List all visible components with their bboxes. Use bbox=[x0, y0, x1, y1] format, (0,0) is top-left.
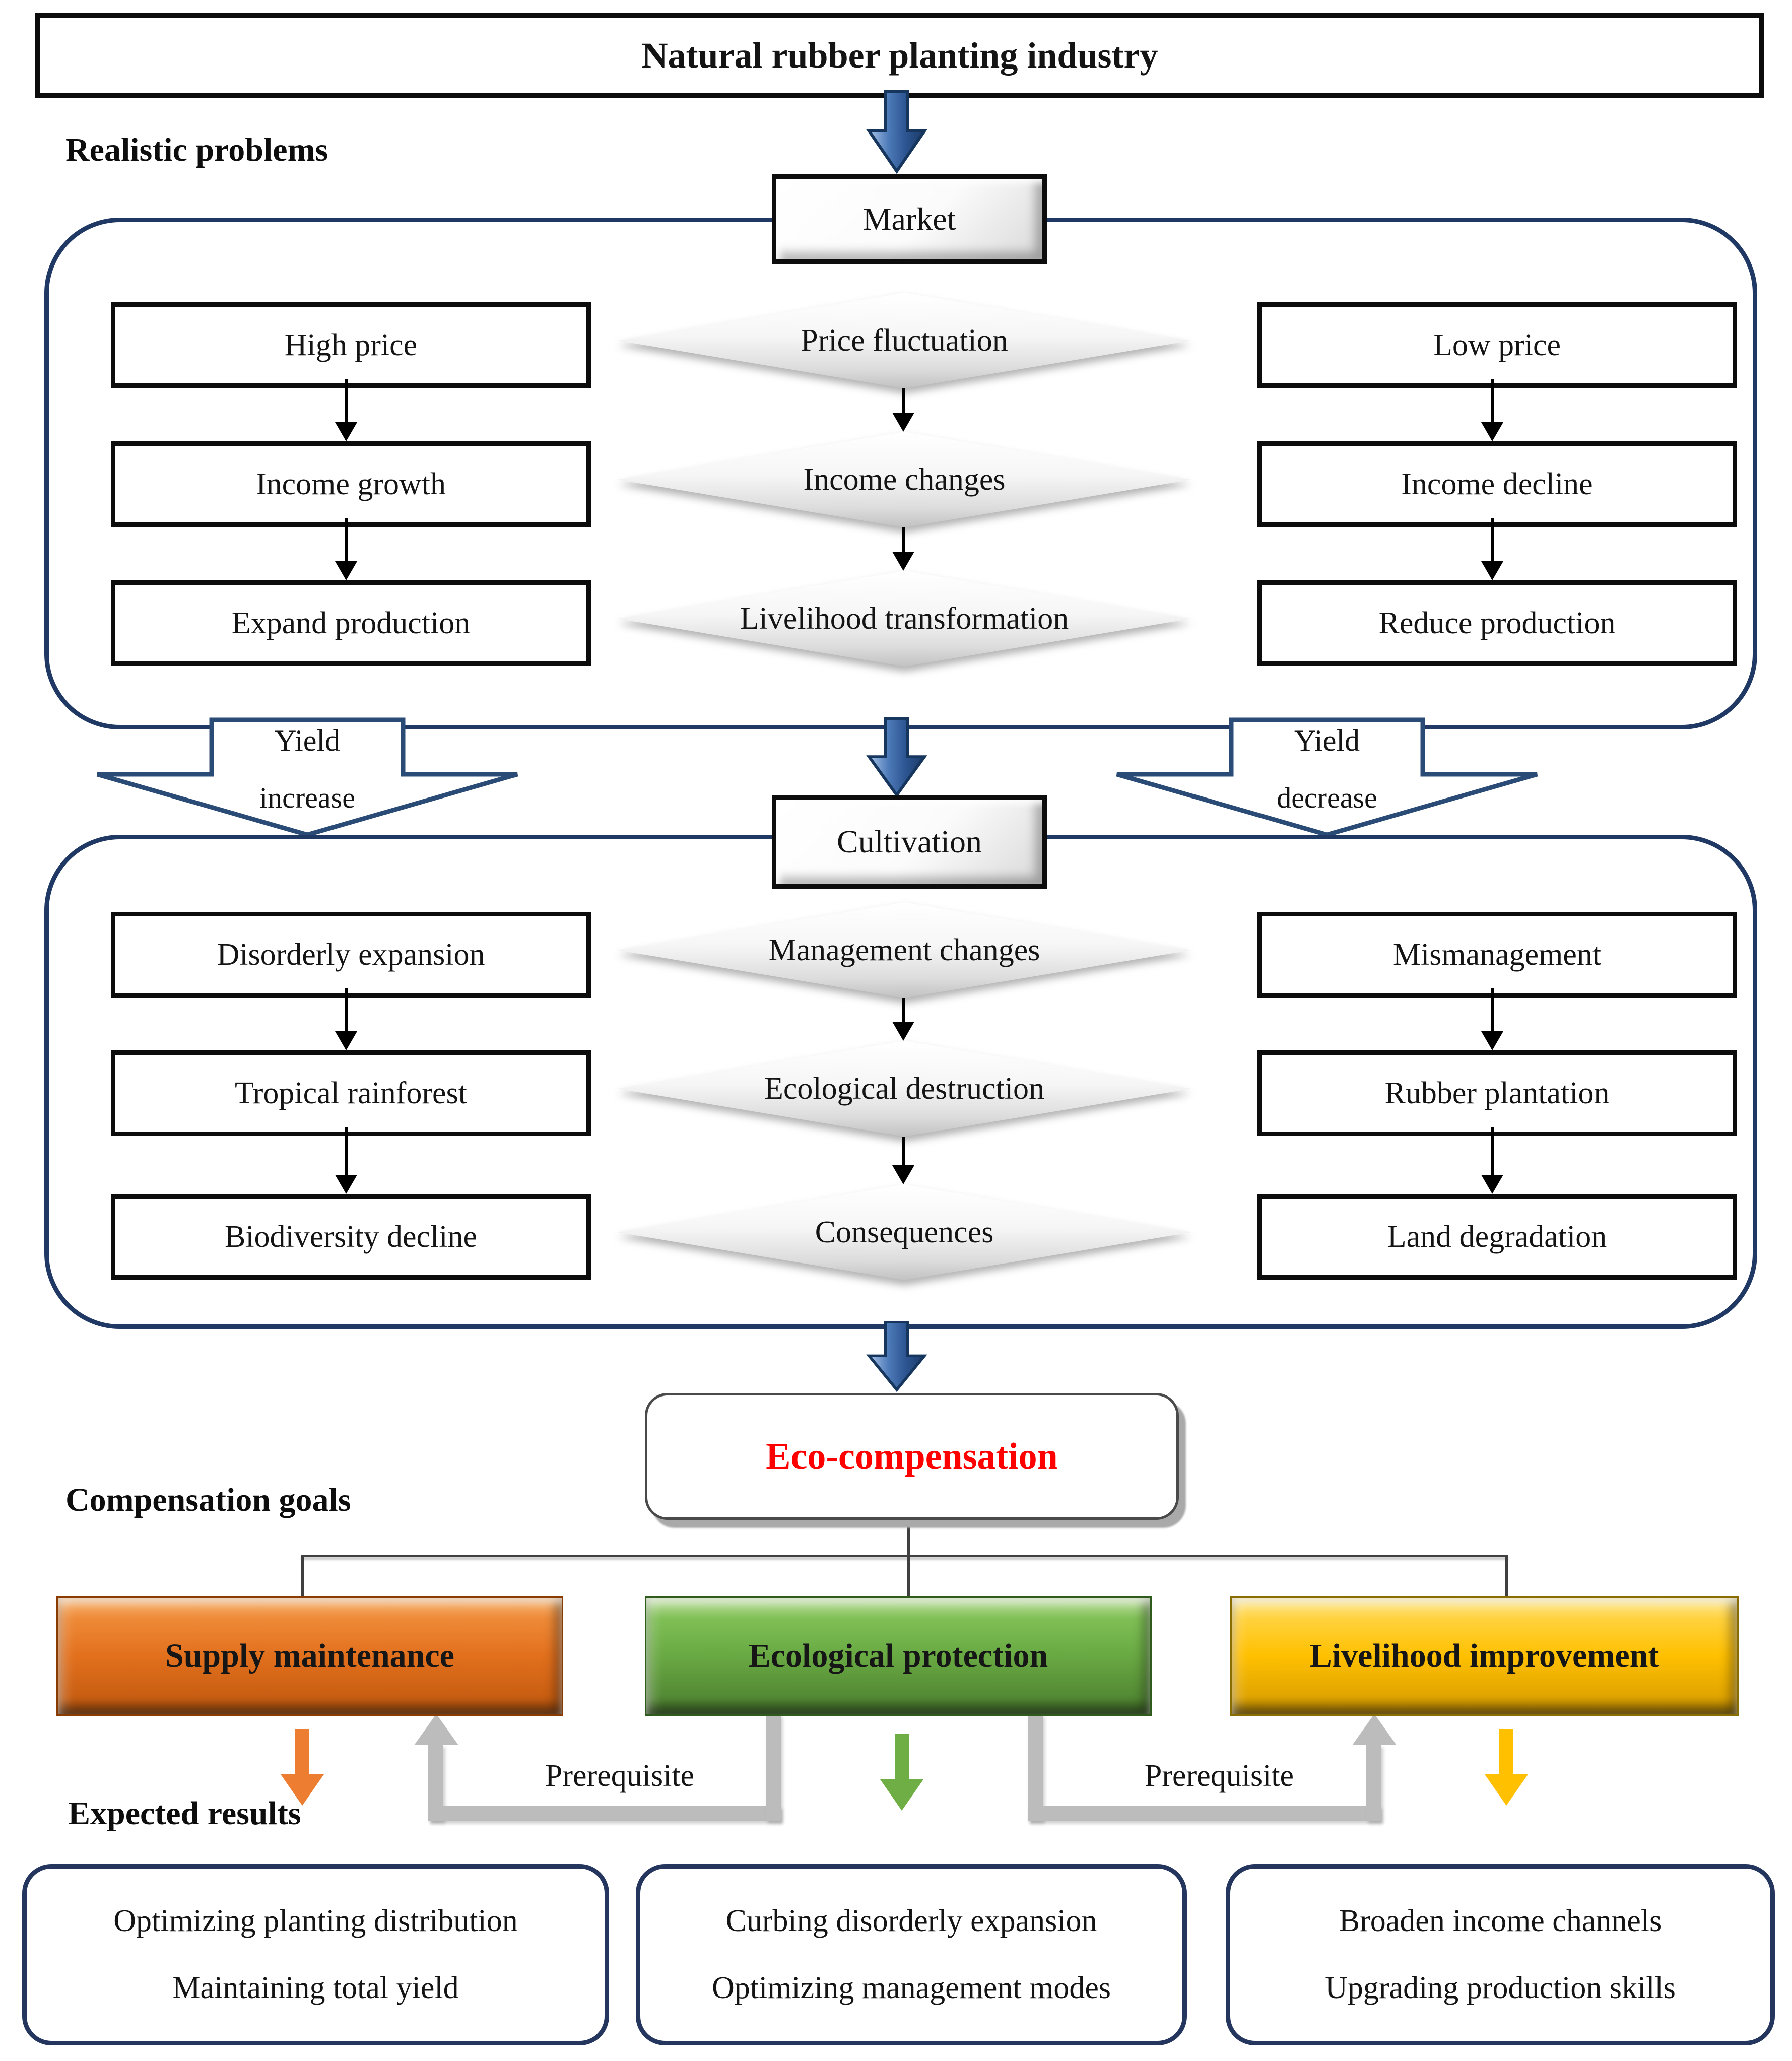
node-disorderly-expansion: Disorderly expansion bbox=[111, 912, 591, 998]
node-high-price: High price bbox=[111, 302, 591, 388]
prerequisite-elbow-right bbox=[1028, 1714, 1043, 1821]
flow-arrow-icon bbox=[1481, 379, 1503, 441]
prerequisite-up-arrow-icon bbox=[1352, 1714, 1397, 1745]
node-cultivation: Cultivation bbox=[772, 795, 1047, 889]
prerequisite-elbow-left bbox=[428, 1806, 781, 1821]
node-reduce-production: Reduce production bbox=[1257, 580, 1737, 666]
node-income-growth: Income growth bbox=[111, 441, 591, 527]
result-line: Broaden income channels bbox=[1339, 1903, 1662, 1938]
result-line: Optimizing management modes bbox=[711, 1971, 1111, 2006]
prerequisite-elbow-right bbox=[1028, 1806, 1380, 1821]
flow-arrow-icon bbox=[1481, 518, 1503, 580]
eco-branch-stem bbox=[907, 1515, 910, 1556]
node-rubber-plantation: Rubber plantation bbox=[1257, 1050, 1737, 1136]
result-box-livelihood: Broaden income channels Upgrading produc… bbox=[1226, 1864, 1775, 2045]
yellow-down-arrow-icon bbox=[1485, 1729, 1528, 1806]
flow-arrow-icon bbox=[335, 379, 357, 441]
node-income-decline: Income decline bbox=[1257, 441, 1737, 527]
diamond-shape: Management changes bbox=[617, 902, 1191, 998]
flow-arrow-icon bbox=[892, 1137, 914, 1184]
node-mismanagement: Mismanagement bbox=[1257, 912, 1737, 998]
diamond-shape: Livelihood transformation bbox=[617, 571, 1191, 667]
flow-arrow-icon bbox=[335, 518, 357, 580]
prerequisite-label-right: Prerequisite bbox=[1144, 1759, 1294, 1793]
diamond-shape: Price fluctuation bbox=[617, 293, 1191, 388]
prerequisite-label-left: Prerequisite bbox=[545, 1759, 695, 1793]
node-expand-production: Expand production bbox=[111, 580, 591, 666]
flow-arrow-icon bbox=[1481, 1127, 1503, 1194]
eco-branch-drop-right bbox=[1505, 1555, 1508, 1597]
flow-arrow-icon bbox=[335, 1127, 357, 1194]
node-eco-compensation: Eco-compensation bbox=[645, 1393, 1179, 1520]
result-line: Optimizing planting distribution bbox=[113, 1903, 518, 1938]
blue-down-arrow-icon bbox=[866, 1321, 927, 1392]
yield-decrease-arrow-icon bbox=[1116, 717, 1538, 837]
node-ecological-destruction: Ecological destruction bbox=[617, 1041, 1191, 1137]
flow-arrow-icon bbox=[1481, 988, 1503, 1050]
orange-down-arrow-icon bbox=[281, 1729, 324, 1806]
flow-arrow-icon bbox=[892, 388, 914, 432]
eco-branch-horizontal bbox=[301, 1555, 1508, 1557]
result-line: Curbing disorderly expansion bbox=[725, 1903, 1097, 1938]
result-line: Upgrading production skills bbox=[1325, 1971, 1676, 2006]
diamond-shape: Income changes bbox=[617, 432, 1191, 527]
goal-supply-maintenance: Supply maintenance bbox=[56, 1596, 563, 1716]
node-land-degradation: Land degradation bbox=[1257, 1194, 1737, 1280]
yield-increase-arrow-icon bbox=[96, 717, 518, 837]
diamond-shape: Ecological destruction bbox=[617, 1041, 1191, 1137]
diamond-shape: Consequences bbox=[617, 1184, 1191, 1280]
node-biodiversity-decline: Biodiversity decline bbox=[111, 1194, 591, 1280]
goal-livelihood-improvement: Livelihood improvement bbox=[1230, 1596, 1739, 1716]
blue-down-arrow-icon bbox=[866, 717, 927, 798]
blue-down-arrow-icon bbox=[866, 90, 927, 174]
prerequisite-elbow-right bbox=[1366, 1744, 1381, 1821]
green-down-arrow-icon bbox=[880, 1734, 923, 1811]
section-label-compensation-goals: Compensation goals bbox=[65, 1482, 351, 1518]
yield-increase-label-line2: increase bbox=[259, 781, 355, 814]
prerequisite-up-arrow-icon bbox=[414, 1714, 458, 1745]
goal-ecological-protection: Ecological protection bbox=[645, 1596, 1152, 1716]
yield-decrease-label-line2: decrease bbox=[1277, 781, 1377, 814]
flow-arrow-icon bbox=[892, 527, 914, 571]
yield-decrease-label-line1: Yield bbox=[1294, 724, 1360, 757]
title-box: Natural rubber planting industry bbox=[35, 13, 1764, 98]
result-box-supply: Optimizing planting distribution Maintai… bbox=[22, 1864, 609, 2045]
section-label-realistic-problems: Realistic problems bbox=[65, 131, 328, 168]
node-consequences: Consequences bbox=[617, 1184, 1191, 1280]
node-low-price: Low price bbox=[1257, 302, 1737, 388]
node-tropical-rainforest: Tropical rainforest bbox=[111, 1050, 591, 1136]
node-livelihood-transformation: Livelihood transformation bbox=[617, 571, 1191, 667]
node-management-changes: Management changes bbox=[617, 902, 1191, 998]
flow-arrow-icon bbox=[892, 998, 914, 1041]
eco-branch-drop-left bbox=[301, 1555, 304, 1597]
result-box-ecology: Curbing disorderly expansion Optimizing … bbox=[636, 1864, 1187, 2045]
eco-branch-drop-center bbox=[907, 1555, 910, 1597]
result-line: Maintaining total yield bbox=[172, 1971, 459, 2006]
node-income-changes: Income changes bbox=[617, 432, 1191, 527]
node-price-fluctuation: Price fluctuation bbox=[617, 293, 1191, 388]
flow-arrow-icon bbox=[335, 988, 357, 1050]
section-label-expected-results: Expected results bbox=[68, 1795, 301, 1832]
node-market: Market bbox=[772, 174, 1047, 264]
prerequisite-elbow-left bbox=[766, 1714, 781, 1821]
yield-increase-label-line1: Yield bbox=[275, 724, 340, 757]
